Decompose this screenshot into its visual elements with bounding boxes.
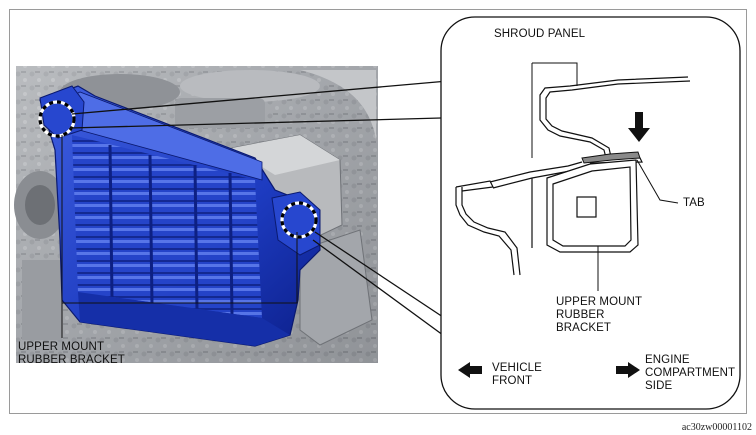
tab-label: TAB — [683, 197, 705, 209]
bracket-inner-square — [576, 196, 597, 218]
engine-compartment-arrow-icon — [616, 362, 640, 378]
callout-left-bracket — [38, 100, 76, 138]
callout-right-bracket — [280, 201, 318, 239]
push-down-arrow — [628, 112, 650, 142]
diagram-frame — [9, 9, 747, 414]
radiator-shroud-panel — [39, 85, 321, 347]
tab-part — [581, 151, 641, 164]
engine-compartment-side-label: ENGINE COMPARTMENT SIDE — [645, 354, 736, 392]
zoom-projection-lines — [69, 80, 456, 339]
rubber-bracket — [546, 159, 639, 253]
upper-mount-leader-lines — [61, 135, 298, 338]
image-code: ac30zw00001102 — [681, 422, 752, 433]
detail-leader-lines — [531, 62, 679, 291]
upper-mount-detail-label: UPPER MOUNT RUBBER BRACKET — [556, 296, 643, 334]
vehicle-front-arrow-icon — [458, 362, 482, 378]
upper-mount-photo-label: UPPER MOUNT RUBBER BRACKET — [18, 341, 125, 366]
vehicle-front-label: VEHICLE FRONT — [492, 362, 542, 387]
shroud-panel-label: SHROUD PANEL — [494, 28, 586, 40]
